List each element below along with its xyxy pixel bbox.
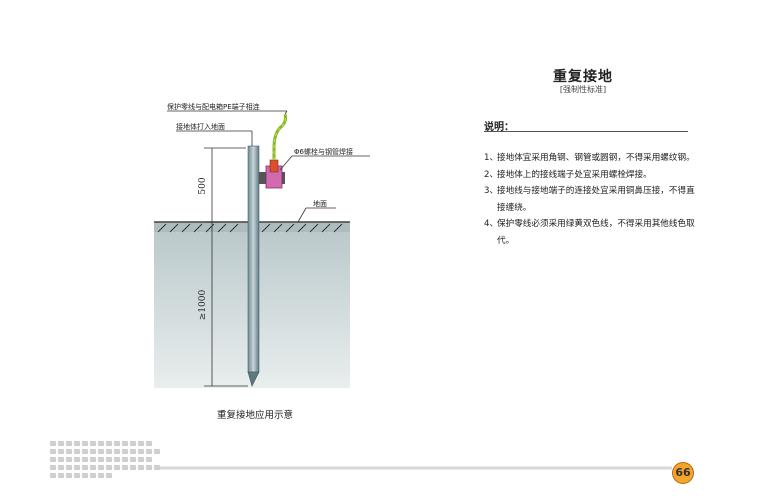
note-item: 1、 接地体宜采用角钢、钢管或圆钢，不得采用螺纹钢。	[484, 150, 702, 167]
leader-pe-drop	[284, 110, 288, 115]
ground-hatching	[157, 223, 343, 233]
notes-list: 1、 接地体宜采用角钢、钢管或圆钢，不得采用螺纹钢。 2、 接地体上的接线端子处…	[484, 150, 702, 249]
dim-label-1000: ≥1000	[198, 290, 208, 321]
label-bolt-weld: Φ6螺栓与钢管焊接	[294, 148, 353, 156]
diagram-caption: 重复接地应用示意	[216, 410, 293, 421]
note-number: 3、	[484, 186, 499, 196]
decorative-grid	[50, 441, 160, 478]
page-number-badge: 66	[672, 462, 694, 484]
dim-label-500: 500	[198, 177, 208, 194]
note-number: 1、	[484, 153, 499, 163]
rod-tip	[247, 371, 260, 387]
grounding-rod	[247, 145, 260, 373]
leader-bolt-diag	[279, 155, 293, 171]
note-item: 3、 接地线与接地端子的连接处宜采用铜鼻压接，不得直接缠绕。	[484, 183, 702, 216]
pe-wire	[272, 113, 288, 160]
wire-lug	[269, 159, 279, 173]
note-number: 4、	[484, 219, 499, 229]
note-text: 接地线与接地端子的连接处宜采用铜鼻压接，不得直接缠绕。	[497, 186, 695, 213]
pe-wire-stripe	[273, 113, 287, 160]
note-text: 接地体宜采用角钢、钢管或圆钢，不得采用螺纹钢。	[497, 153, 695, 163]
leader-ground-diag	[297, 207, 307, 223]
note-text: 接地体上的接线端子处宜采用螺栓焊接。	[497, 169, 652, 180]
label-pe-connection: 保护零线与配电箱PE端子相连	[167, 103, 260, 111]
page-title: 重复接地	[553, 69, 613, 85]
note-number: 2、	[484, 169, 499, 180]
section-heading: 说明：	[484, 122, 514, 133]
note-text: 保护零线必须采用绿黄双色线，不得采用其他线色取代。	[497, 219, 695, 246]
heading-rule	[484, 131, 688, 132]
label-rod-driven: 接地体打入地面	[176, 123, 225, 131]
label-ground: 地面	[313, 200, 327, 208]
note-item: 4、 保护零线必须采用绿黄双色线，不得采用其他线色取代。	[484, 216, 702, 249]
note-item: 2、 接地体上的接线端子处宜采用螺栓焊接。	[484, 167, 702, 184]
page-subtitle: [强制性标准]	[559, 85, 607, 94]
